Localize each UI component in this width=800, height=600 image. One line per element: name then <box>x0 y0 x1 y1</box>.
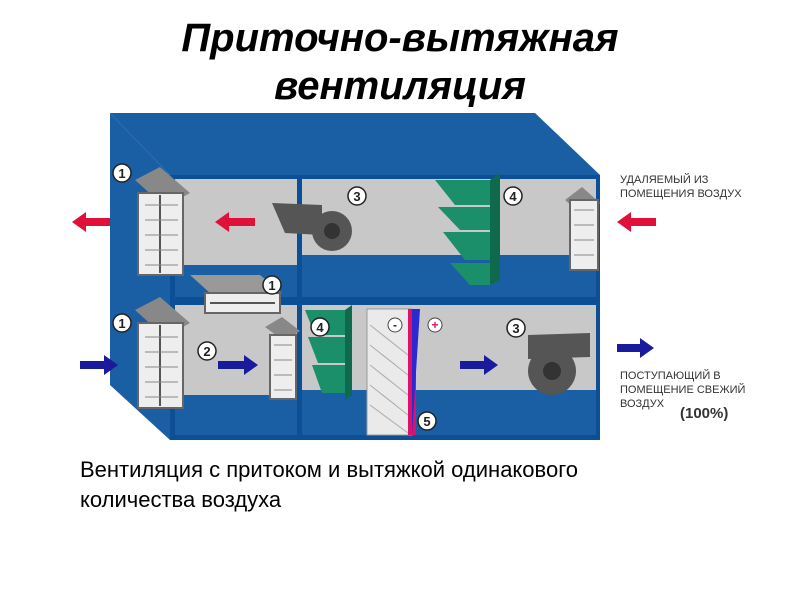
fan-upper <box>272 203 352 251</box>
minus-sign: - <box>387 317 403 333</box>
supply-arrow-in <box>80 355 118 375</box>
marker-1-lower: 1 <box>112 313 132 333</box>
fan-lower <box>528 333 590 395</box>
plus-sign: + <box>427 317 443 333</box>
marker-label: 2 <box>203 344 210 359</box>
marker-5: 5 <box>417 411 437 431</box>
supply-arrow-mid-2 <box>460 355 498 375</box>
page-title: Приточно-вытяжная вентиляция <box>0 14 800 110</box>
percent-label: (100%) <box>680 405 728 422</box>
marker-label: 3 <box>353 189 360 204</box>
filter-lower-panel <box>265 317 300 400</box>
title-line-2: вентиляция <box>274 64 526 108</box>
marker-4-lower: 4 <box>310 317 330 337</box>
filter-upper-left <box>135 167 190 276</box>
caption-line-2: количества воздуха <box>80 487 282 512</box>
svg-text:-: - <box>393 318 397 332</box>
marker-label: 3 <box>512 321 519 336</box>
ventilation-diagram: 1 1 1 2 3 3 4 4 5 - + УДАЛЯЕМЫЙ ИЗ П <box>72 113 745 440</box>
marker-4-upper: 4 <box>503 186 523 206</box>
title-line-1: Приточно-вытяжная <box>181 16 619 60</box>
exhaust-arrow-out <box>72 212 110 232</box>
casing-top <box>110 113 600 175</box>
marker-3-lower: 3 <box>506 318 526 338</box>
caption-line-1: Вентиляция с притоком и вытяжкой одинако… <box>80 457 578 482</box>
marker-3-upper: 3 <box>347 186 367 206</box>
marker-2: 2 <box>197 341 217 361</box>
marker-label: 1 <box>268 278 275 293</box>
marker-label: 5 <box>423 414 430 429</box>
supply-arrow-out <box>617 338 654 358</box>
marker-1-middle: 1 <box>262 275 282 295</box>
supply-arrow-mid-1 <box>218 355 258 375</box>
exhaust-arrow-in <box>617 212 656 232</box>
supply-arrows <box>80 338 654 375</box>
marker-1-upper: 1 <box>112 163 132 183</box>
marker-label: 1 <box>118 166 125 181</box>
compartment-upper-right-floor <box>302 255 596 297</box>
exhaust-arrows <box>72 212 656 232</box>
compartment-lower-left-floor <box>175 395 297 435</box>
filter-middle <box>190 275 282 314</box>
coil-lower <box>305 305 352 400</box>
marker-label: 4 <box>316 320 324 335</box>
marker-label: 4 <box>509 189 517 204</box>
supply-label-line-2: ПОМЕЩЕНИЕ СВЕЖИЙ <box>620 383 745 396</box>
supply-label-line-1: ПОСТУПАЮЩИЙ В <box>620 369 721 382</box>
exhaust-inlet-grille <box>565 187 600 271</box>
exhaust-label-line-1: УДАЛЯЕМЫЙ ИЗ <box>620 173 709 186</box>
marker-label: 1 <box>118 316 125 331</box>
caption: Вентиляция с притоком и вытяжкой одинако… <box>80 455 760 515</box>
exhaust-label-line-2: ПОМЕЩЕНИЯ ВОЗДУХ <box>620 188 742 200</box>
filter-lower-left <box>135 297 190 409</box>
svg-text:+: + <box>431 318 438 332</box>
exhaust-arrow-mid <box>215 212 255 232</box>
supply-label-line-3: ВОЗДУХ <box>620 398 665 410</box>
coil-upper <box>435 173 500 285</box>
